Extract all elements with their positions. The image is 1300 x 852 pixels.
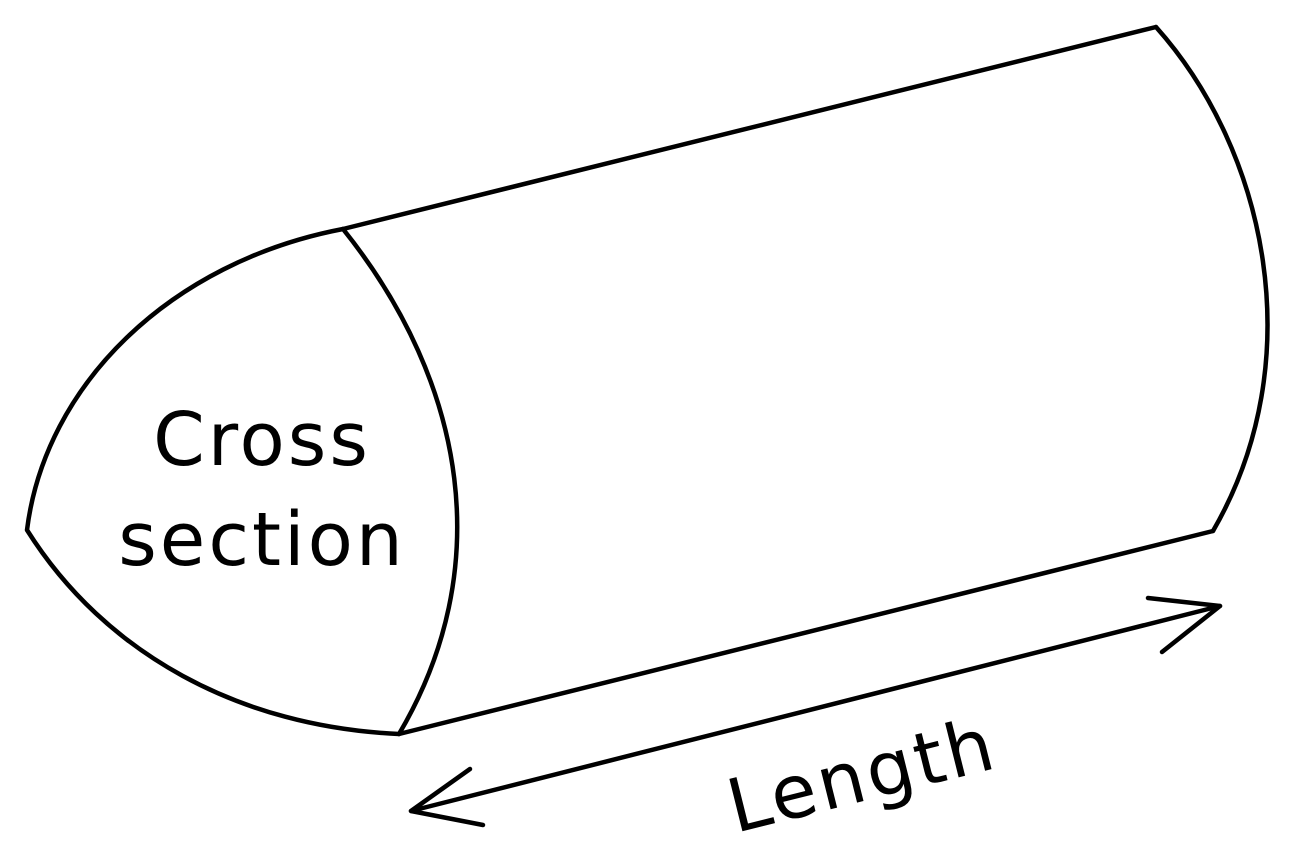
cross-section-label-line2: section — [118, 497, 406, 583]
cross-section-label-line1: Cross — [153, 397, 371, 483]
length-arrowhead-right — [1145, 595, 1223, 655]
body-top-edge — [340, 24, 1159, 232]
cross-section-outer-arc — [24, 226, 402, 737]
body-bottom-edge — [396, 528, 1216, 737]
far-end-arc — [1153, 24, 1270, 534]
length-arrow-shaft — [408, 603, 1223, 814]
length-arrowhead-left — [408, 766, 486, 828]
cross-section-inner-arc — [340, 226, 460, 737]
